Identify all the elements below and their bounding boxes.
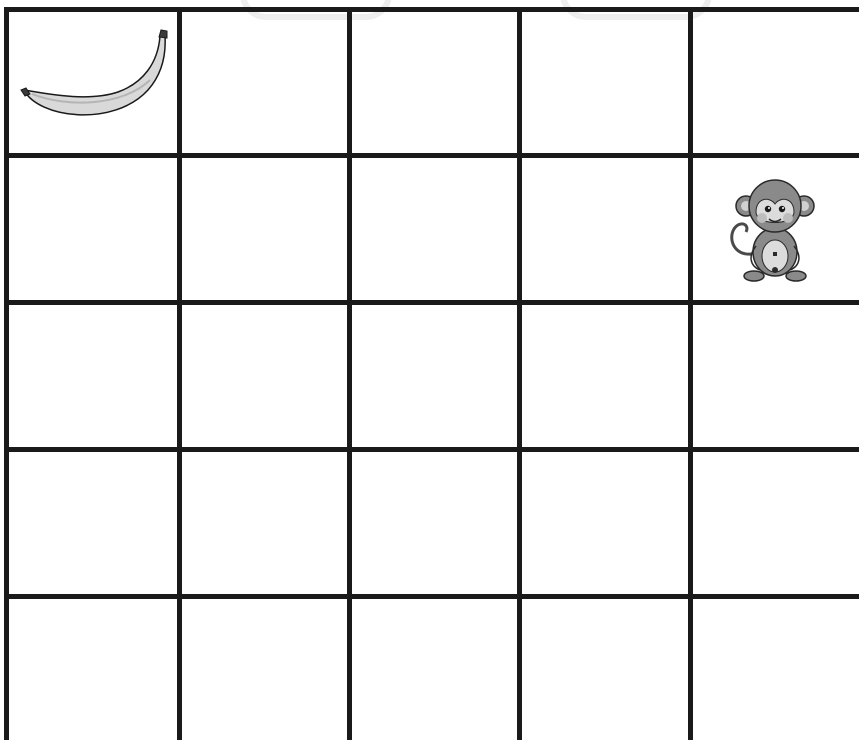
grid-cell[interactable] xyxy=(693,12,859,153)
grid-cell[interactable] xyxy=(352,599,517,740)
grid-cell[interactable] xyxy=(9,599,177,740)
grid-cell[interactable] xyxy=(182,158,347,300)
grid-cell[interactable] xyxy=(522,158,688,300)
grid-cell[interactable] xyxy=(9,158,177,300)
grid-cell[interactable] xyxy=(522,452,688,594)
monkey-icon xyxy=(724,174,819,284)
grid-cell[interactable] xyxy=(182,305,347,447)
grid-cell[interactable] xyxy=(693,452,859,594)
grid-cell[interactable] xyxy=(522,305,688,447)
grid-cell[interactable] xyxy=(182,12,347,153)
grid-cell[interactable] xyxy=(9,305,177,447)
grid-cell[interactable] xyxy=(352,305,517,447)
grid-cell[interactable] xyxy=(693,305,859,447)
grid-cell[interactable] xyxy=(352,158,517,300)
grid-cell[interactable] xyxy=(352,452,517,594)
grid-cell[interactable] xyxy=(522,599,688,740)
grid-cell[interactable] xyxy=(693,599,859,740)
grid-cell[interactable] xyxy=(182,452,347,594)
grid-cell[interactable] xyxy=(182,599,347,740)
grid-cell[interactable] xyxy=(9,452,177,594)
banana-icon xyxy=(18,28,173,123)
grid-cell[interactable] xyxy=(352,12,517,153)
grid-cell[interactable] xyxy=(522,12,688,153)
